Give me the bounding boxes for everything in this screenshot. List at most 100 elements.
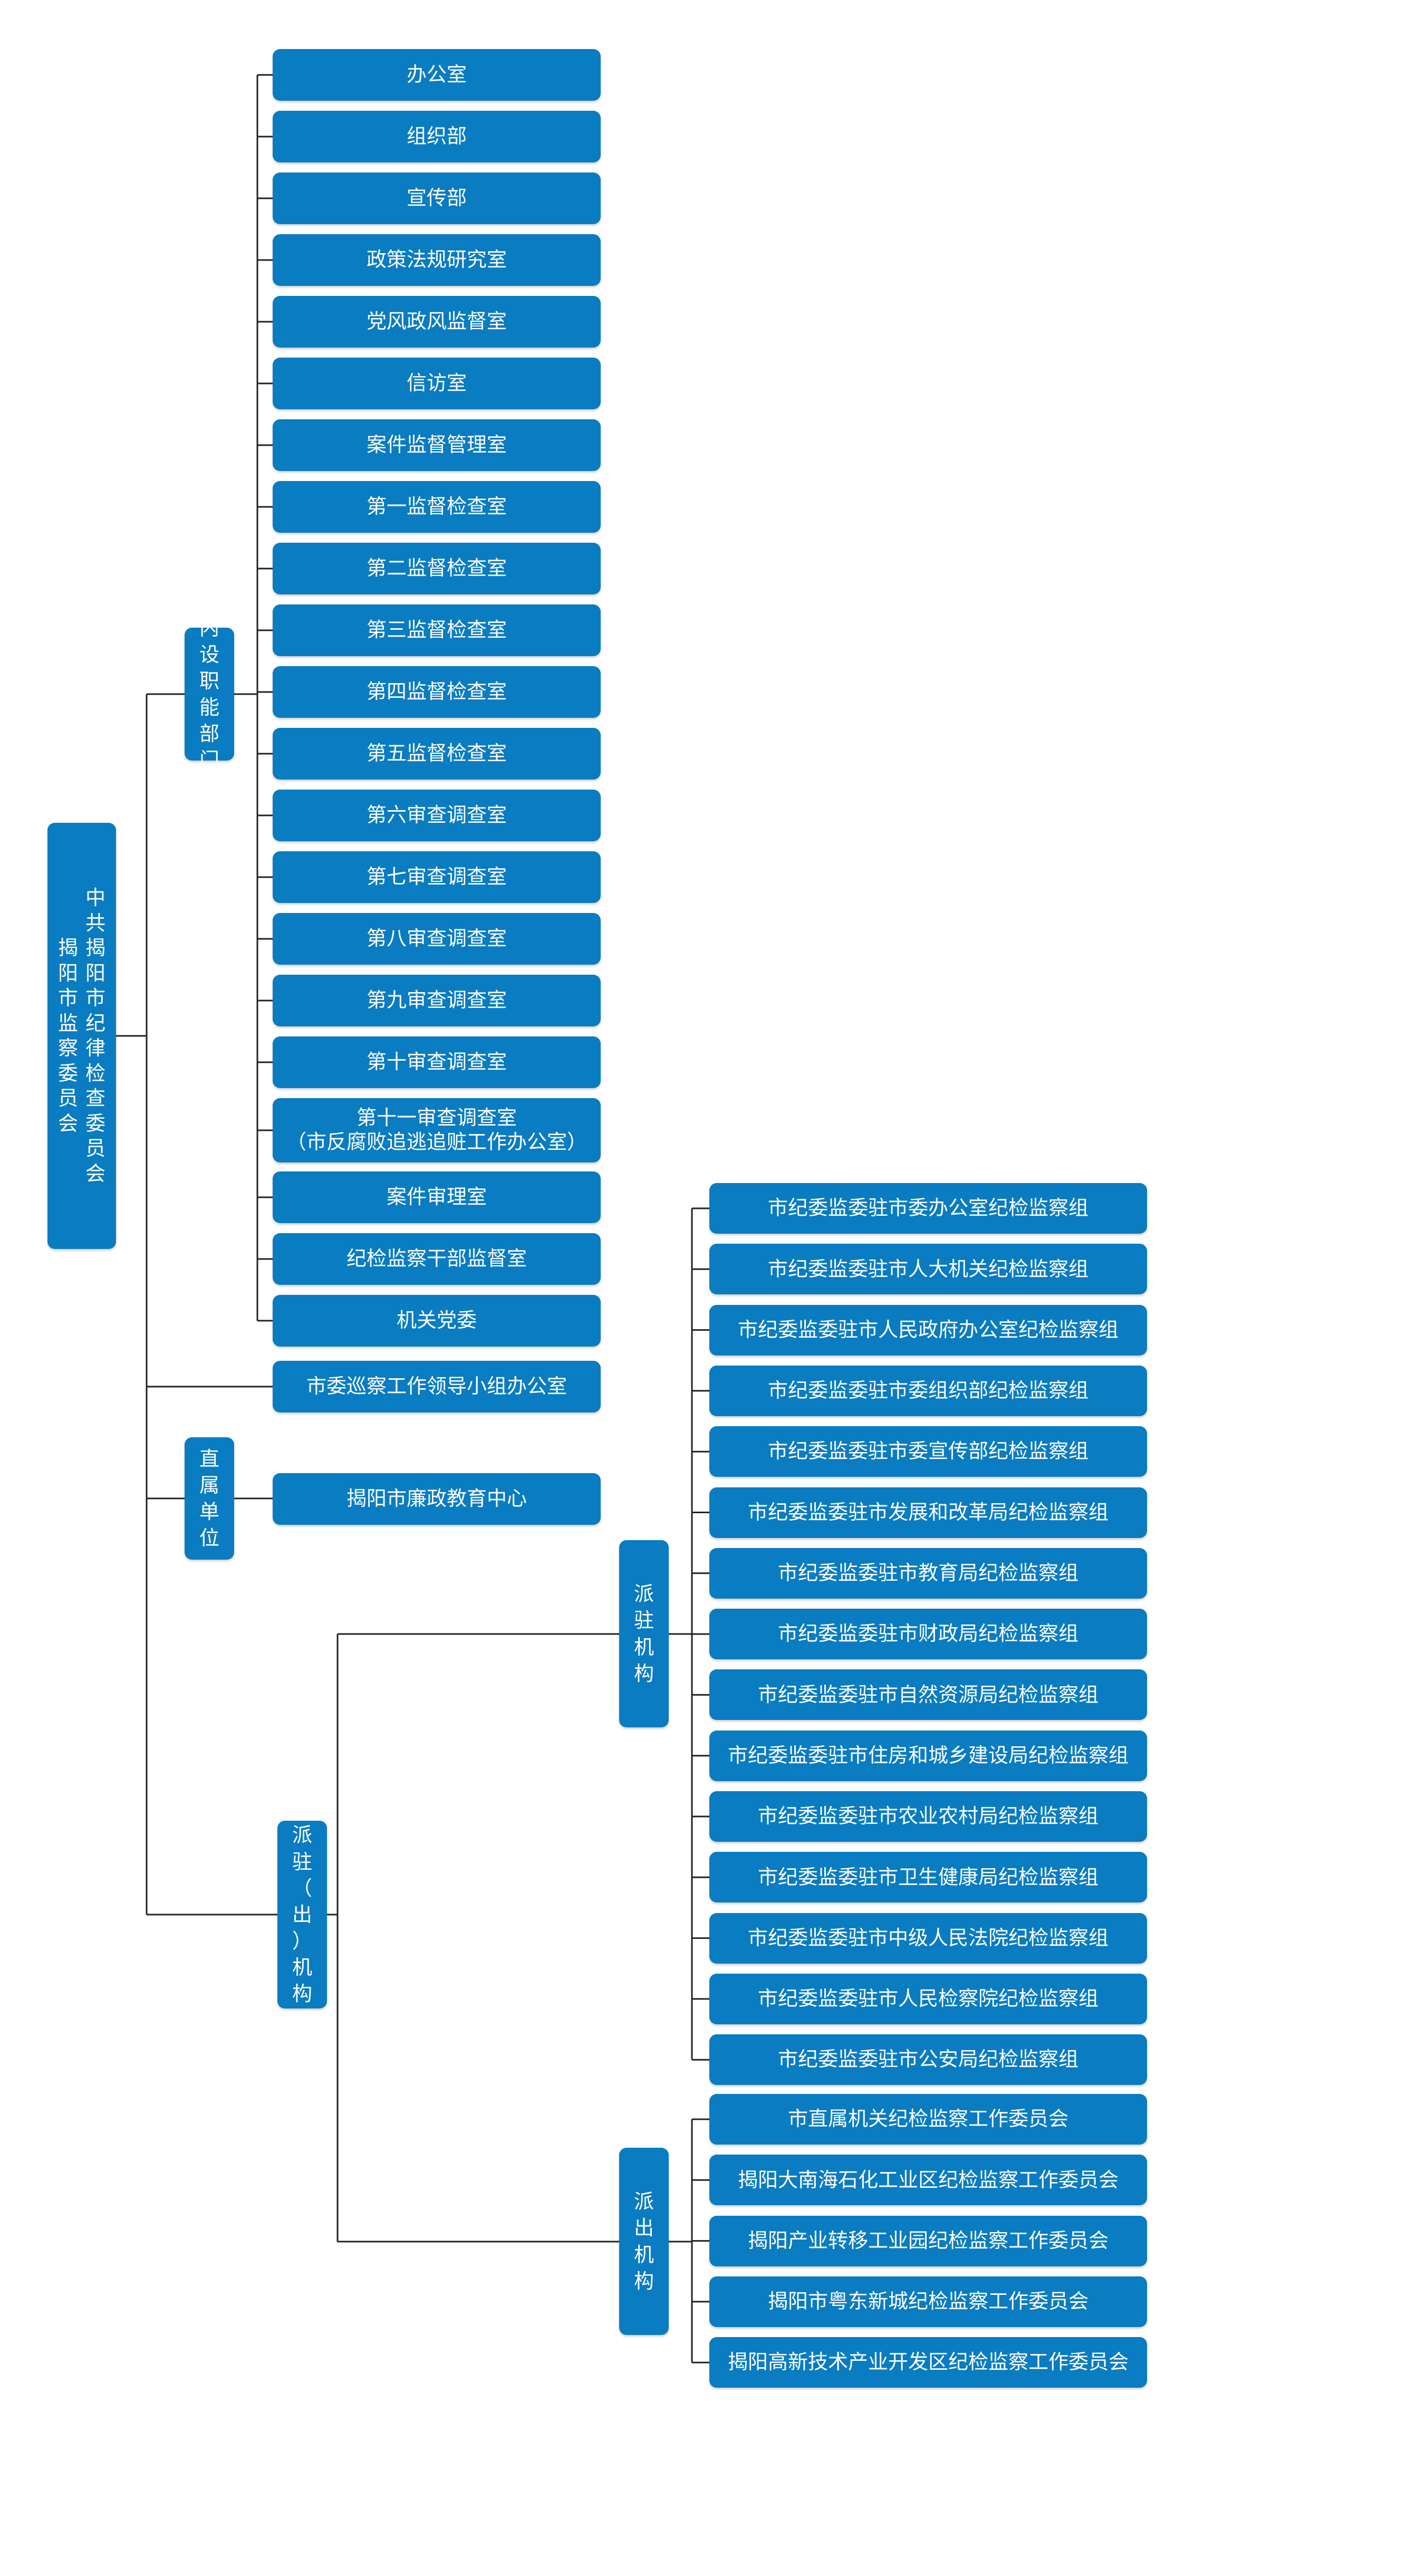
internal-department-label: 第二监督检查室: [366, 556, 507, 580]
category-direct-label: 直属单位: [199, 1447, 220, 1550]
stationed-agency-label: 市纪委监委驻市人大机关纪检监察组: [767, 1257, 1089, 1281]
direct-unit-node[interactable]: 揭阳市廉政教育中心: [273, 1473, 601, 1525]
internal-department-label: 第十审查调查室: [366, 1050, 507, 1074]
internal-department-node[interactable]: 组织部: [273, 111, 601, 162]
internal-department-label: 第三监督检查室: [366, 618, 507, 642]
sent-agency-label: 揭阳市粤东新城纪检监察工作委员会: [767, 2290, 1089, 2313]
stationed-agency-label: 市纪委监委驻市自然资源局纪检监察组: [757, 1683, 1099, 1706]
stationed-agency-label: 市纪委监委驻市中级人民法院纪检监察组: [747, 1926, 1109, 1949]
stationed-agency-node[interactable]: 市纪委监委驻市委组织部纪检监察组: [709, 1365, 1147, 1416]
internal-department-label: 案件监督管理室: [366, 433, 507, 457]
subcategory-stationed-label: 派驻机构: [634, 1582, 654, 1685]
internal-department-label: 办公室: [406, 63, 467, 86]
internal-department-node[interactable]: 第一监督检查室: [273, 481, 601, 533]
internal-department-label: 政策法规研究室: [366, 248, 507, 272]
category-internal-departments[interactable]: 内设职能部门: [185, 617, 234, 772]
internal-department-label: 组织部: [406, 124, 467, 148]
category-direct-units[interactable]: 直属单位: [185, 1437, 234, 1560]
inspection-office-label: 市委巡察工作领导小组办公室: [306, 1374, 567, 1398]
stationed-agency-node[interactable]: 市纪委监委驻市人民政府办公室纪检监察组: [709, 1304, 1147, 1356]
internal-department-node[interactable]: 信访室: [273, 358, 601, 409]
stationed-agency-label: 市纪委监委驻市住房和城乡建设局纪检监察组: [727, 1743, 1129, 1767]
stationed-agency-label: 市纪委监委驻市发展和改革局纪检监察组: [747, 1500, 1109, 1524]
internal-department-label: 第九审查调查室: [366, 988, 507, 1012]
stationed-agency-label: 市纪委监委驻市财政局纪检监察组: [777, 1622, 1079, 1646]
internal-department-label: 第一监督检查室: [366, 495, 507, 518]
stationed-agency-node[interactable]: 市纪委监委驻市住房和城乡建设局纪检监察组: [709, 1730, 1147, 1781]
internal-department-node[interactable]: 纪检监察干部监督室: [273, 1233, 601, 1285]
stationed-agency-label: 市纪委监委驻市委组织部纪检监察组: [767, 1379, 1089, 1402]
sent-agency-node[interactable]: 揭阳高新技术产业开发区纪检监察工作委员会: [709, 2337, 1147, 2388]
stationed-agency-label: 市纪委监委驻市委宣传部纪检监察组: [767, 1439, 1089, 1463]
subcategory-sent-label: 派出机构: [634, 2190, 654, 2293]
internal-department-node[interactable]: 案件监督管理室: [273, 419, 601, 471]
stationed-agency-node[interactable]: 市纪委监委驻市中级人民法院纪检监察组: [709, 1912, 1147, 1964]
sent-agency-node[interactable]: 揭阳大南海石化工业区纪检监察工作委员会: [709, 2155, 1147, 2206]
stationed-agency-node[interactable]: 市纪委监委驻市公安局纪检监察组: [709, 2034, 1147, 2085]
inspection-office-node[interactable]: 市委巡察工作领导小组办公室: [273, 1361, 601, 1412]
internal-department-node[interactable]: 第十一审查调查室 （市反腐败追逃追赃工作办公室）: [273, 1098, 601, 1162]
stationed-agency-label: 市纪委监委驻市人民政府办公室纪检监察组: [737, 1318, 1119, 1341]
internal-department-label: 第七审查调查室: [366, 865, 507, 889]
stationed-agency-node[interactable]: 市纪委监委驻市人民检察院纪检监察组: [709, 1973, 1147, 2024]
internal-department-node[interactable]: 第六审查调查室: [273, 790, 601, 841]
category-internal-label: 内设职能部门: [199, 616, 220, 772]
internal-department-node[interactable]: 第八审查调查室: [273, 913, 601, 965]
internal-department-label: 第八审查调查室: [366, 927, 507, 950]
internal-department-node[interactable]: 宣传部: [273, 172, 601, 224]
stationed-agency-node[interactable]: 市纪委监委驻市教育局纪检监察组: [709, 1547, 1147, 1599]
internal-department-label: 机关党委: [396, 1309, 477, 1332]
stationed-agency-label: 市纪委监委驻市公安局纪检监察组: [777, 2048, 1079, 2071]
sent-agency-node[interactable]: 揭阳市粤东新城纪检监察工作委员会: [709, 2276, 1147, 2327]
category-dispatched-label: 派驻（出）机构: [292, 1823, 313, 2006]
internal-department-node[interactable]: 第五监督检查室: [273, 728, 601, 780]
internal-department-label: 纪检监察干部监督室: [346, 1247, 527, 1271]
stationed-agency-node[interactable]: 市纪委监委驻市委宣传部纪检监察组: [709, 1426, 1147, 1477]
sent-agency-node[interactable]: 揭阳产业转移工业园纪检监察工作委员会: [709, 2215, 1147, 2266]
stationed-agency-node[interactable]: 市纪委监委驻市委办公室纪检监察组: [709, 1183, 1147, 1234]
internal-department-node[interactable]: 第七审查调查室: [273, 851, 601, 903]
internal-department-node[interactable]: 第四监督检查室: [273, 666, 601, 718]
stationed-agency-node[interactable]: 市纪委监委驻市自然资源局纪检监察组: [709, 1669, 1147, 1720]
internal-department-label: 案件审理室: [386, 1185, 487, 1209]
internal-department-node[interactable]: 党风政风监督室: [273, 296, 601, 348]
internal-department-node[interactable]: 案件审理室: [273, 1171, 601, 1223]
internal-department-node[interactable]: 第二监督检查室: [273, 543, 601, 594]
stationed-agency-label: 市纪委监委驻市卫生健康局纪检监察组: [757, 1865, 1099, 1889]
stationed-agency-node[interactable]: 市纪委监委驻市财政局纪检监察组: [709, 1609, 1147, 1660]
stationed-agency-label: 市纪委监委驻市农业农村局纪检监察组: [757, 1804, 1099, 1828]
internal-department-node[interactable]: 第九审查调查室: [273, 975, 601, 1026]
stationed-agency-node[interactable]: 市纪委监委驻市人大机关纪检监察组: [709, 1244, 1147, 1295]
sent-agency-label: 揭阳高新技术产业开发区纪检监察工作委员会: [727, 2350, 1129, 2374]
internal-department-label: 信访室: [406, 371, 467, 395]
stationed-agency-node[interactable]: 市纪委监委驻市发展和改革局纪检监察组: [709, 1487, 1147, 1538]
internal-department-node[interactable]: 办公室: [273, 49, 601, 101]
stationed-agency-label: 市纪委监委驻市教育局纪检监察组: [777, 1561, 1079, 1584]
root-node[interactable]: 中共揭阳市纪律检查委员会 揭阳市监察委员会: [47, 823, 116, 1249]
stationed-agency-label: 市纪委监委驻市委办公室纪检监察组: [767, 1196, 1089, 1220]
internal-department-label: 第五监督检查室: [366, 742, 507, 765]
internal-department-label: 第六审查调查室: [366, 803, 507, 827]
category-dispatched-agencies[interactable]: 派驻（出）机构: [277, 1821, 327, 2008]
internal-department-node[interactable]: 第十审查调查室: [273, 1036, 601, 1088]
stationed-agency-node[interactable]: 市纪委监委驻市农业农村局纪检监察组: [709, 1791, 1147, 1842]
sent-agency-label: 揭阳大南海石化工业区纪检监察工作委员会: [737, 2168, 1119, 2191]
internal-department-label: 党风政风监督室: [366, 310, 507, 333]
subcategory-sent-agencies[interactable]: 派出机构: [619, 2148, 669, 2335]
stationed-agency-node[interactable]: 市纪委监委驻市卫生健康局纪检监察组: [709, 1852, 1147, 1903]
internal-department-node[interactable]: 机关党委: [273, 1295, 601, 1347]
internal-department-label: 宣传部: [406, 186, 467, 210]
internal-department-node[interactable]: 第三监督检查室: [273, 604, 601, 656]
root-name-line2: 揭阳市监察委员会: [58, 936, 79, 1135]
sent-agency-label: 市直属机关纪检监察工作委员会: [787, 2107, 1068, 2131]
internal-department-label: 第四监督检查室: [366, 680, 507, 704]
internal-department-label: 第十一审查调查室 （市反腐败追逃追赃工作办公室）: [286, 1106, 587, 1154]
stationed-agency-label: 市纪委监委驻市人民检察院纪检监察组: [757, 1987, 1099, 2011]
sent-agency-node[interactable]: 市直属机关纪检监察工作委员会: [709, 2094, 1147, 2145]
sent-agency-label: 揭阳产业转移工业园纪检监察工作委员会: [747, 2228, 1109, 2252]
root-name-line1: 中共揭阳市纪律检查委员会: [85, 886, 106, 1185]
direct-unit-label: 揭阳市廉政教育中心: [346, 1487, 527, 1511]
internal-department-node[interactable]: 政策法规研究室: [273, 234, 601, 286]
subcategory-stationed-agencies[interactable]: 派驻机构: [619, 1540, 669, 1727]
